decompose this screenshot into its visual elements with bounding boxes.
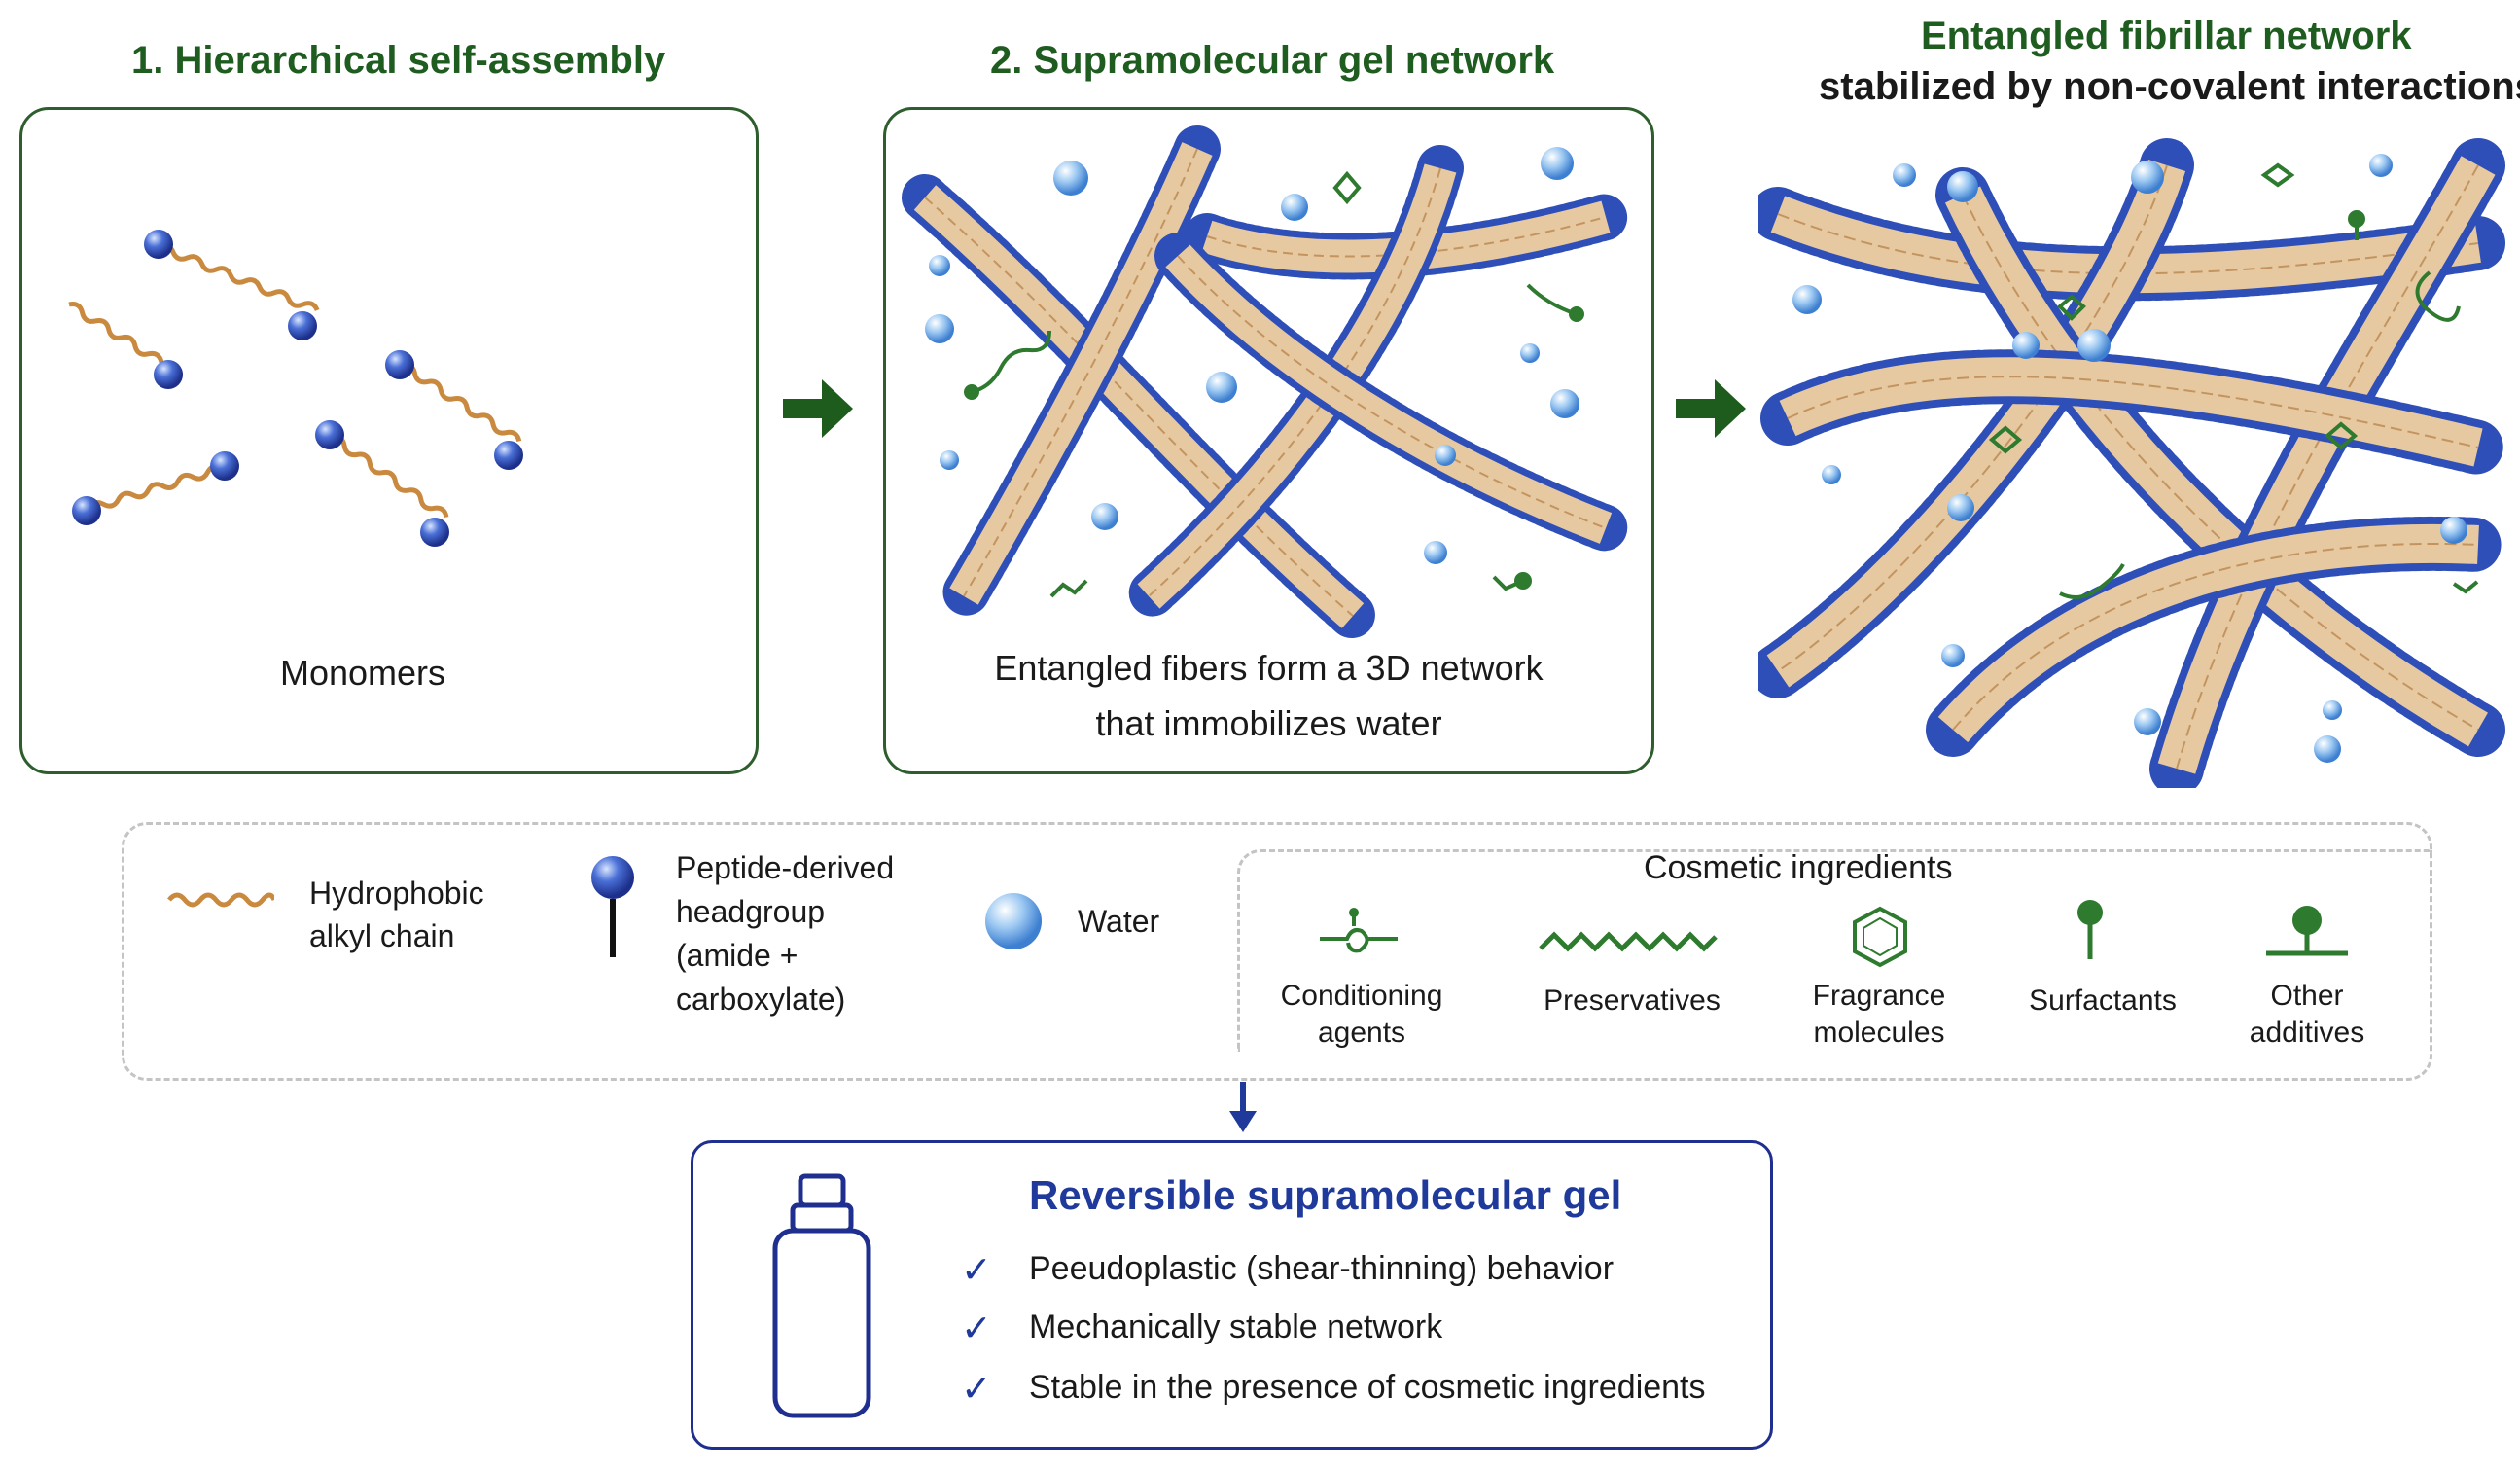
fiber [2149, 138, 2505, 788]
gel-network-panel: Entangled fibers form a 3D network that … [883, 107, 1654, 774]
monomer [315, 420, 449, 547]
legend-water-label: Water [1078, 904, 1160, 939]
cosmetic-label-preservatives: Preservatives [1544, 985, 1721, 1017]
check-icon: ✓ [961, 1369, 992, 1410]
preservative-icon [1539, 931, 1718, 952]
cosmetic-label-fragrance-line2: molecules [1813, 1017, 1945, 1049]
monomer [72, 451, 240, 525]
surfactant-icon [2077, 900, 2103, 959]
step-3-title-line1: Entangled fibrillar network [1921, 15, 2412, 57]
fiber [902, 174, 1376, 639]
monomers-caption: Monomers [279, 653, 446, 693]
cosmetic-molecules [1988, 162, 2479, 599]
fiber [1758, 187, 2505, 302]
monomer [385, 350, 523, 470]
cosmetic-label-other-line1: Other [2270, 980, 2344, 1012]
other-additive-icon [2266, 906, 2348, 956]
cosmetic-ingredients-title: Cosmetic ingredients [1644, 849, 1953, 886]
legend-headgroup-line2: headgroup [676, 894, 826, 929]
gel-network-caption-line1: Entangled fibers form a 3D network [994, 648, 1544, 688]
step-2-title: 2. Supramolecular gel network [990, 39, 1555, 82]
monomers-illustration [68, 230, 523, 547]
monomer [144, 230, 320, 340]
step-3-title-line2: stabilized by non-covalent interactions [1819, 65, 2520, 108]
cosmetic-label-conditioning-line2: agents [1317, 1017, 1406, 1049]
fragrance-molecule-icon [1853, 906, 1907, 968]
cosmetic-label-fragrance-line1: Fragrance [1812, 980, 1946, 1012]
peptide-headgroup-icon [591, 856, 634, 957]
property-1: Peeudoplastic (shear-thinning) behavior [1029, 1250, 1615, 1287]
step-1-title: 1. Hierarchical self-assembly [131, 39, 666, 82]
cosmetic-molecules [964, 170, 1584, 598]
fiber [1935, 167, 2505, 757]
water-droplet-icon [985, 893, 1042, 949]
monomers-panel: Monomers [19, 107, 759, 774]
conditioning-agent-icon [1320, 908, 1398, 953]
fiber [1125, 145, 1464, 620]
water-droplets [1792, 154, 2467, 763]
result-title: Reversible supramolecular gel [1029, 1172, 1622, 1218]
down-arrow-icon [1229, 1082, 1257, 1132]
fibrillar-network-illustration [1758, 138, 2505, 788]
legend-hydrophobic-line2: alkyl chain [309, 918, 455, 953]
right-arrow-icon [1676, 379, 1746, 438]
result-box: Reversible supramolecular gel ✓ Peeudopl… [691, 1140, 1773, 1450]
legend-box [122, 822, 2432, 1081]
check-icon: ✓ [961, 1250, 992, 1291]
cosmetic-ingredients-box [1237, 849, 2432, 1052]
fiber [1760, 349, 2505, 475]
gel-network-caption-line2: that immobilizes water [1095, 703, 1442, 743]
hydrophobic-chain-icon [167, 892, 274, 908]
cosmetic-label-other-line2: additives [2249, 1017, 2365, 1049]
gel-network-illustration [902, 125, 1629, 639]
water-droplets [925, 147, 1579, 564]
bottle-icon [772, 1173, 871, 1418]
property-2: Mechanically stable network [1029, 1308, 1443, 1345]
fiber [1926, 516, 2505, 757]
legend-headgroup-line4: carboxylate) [676, 982, 846, 1017]
monomer [68, 302, 183, 389]
fiber [1154, 233, 1629, 552]
legend-headgroup-line1: Peptide-derived [676, 850, 895, 885]
legend-hydrophobic-line1: Hydrophobic [309, 876, 484, 911]
cosmetic-label-conditioning-line1: Conditioning [1280, 980, 1443, 1012]
fiber [1184, 194, 1629, 280]
check-icon: ✓ [961, 1308, 992, 1349]
legend-headgroup-line3: (amide + [676, 938, 799, 973]
property-3: Stable in the presence of cosmetic ingre… [1029, 1369, 1706, 1406]
fiber [941, 125, 1221, 620]
right-arrow-icon [783, 379, 853, 438]
cosmetic-label-surfactants: Surfactants [2029, 985, 2177, 1017]
